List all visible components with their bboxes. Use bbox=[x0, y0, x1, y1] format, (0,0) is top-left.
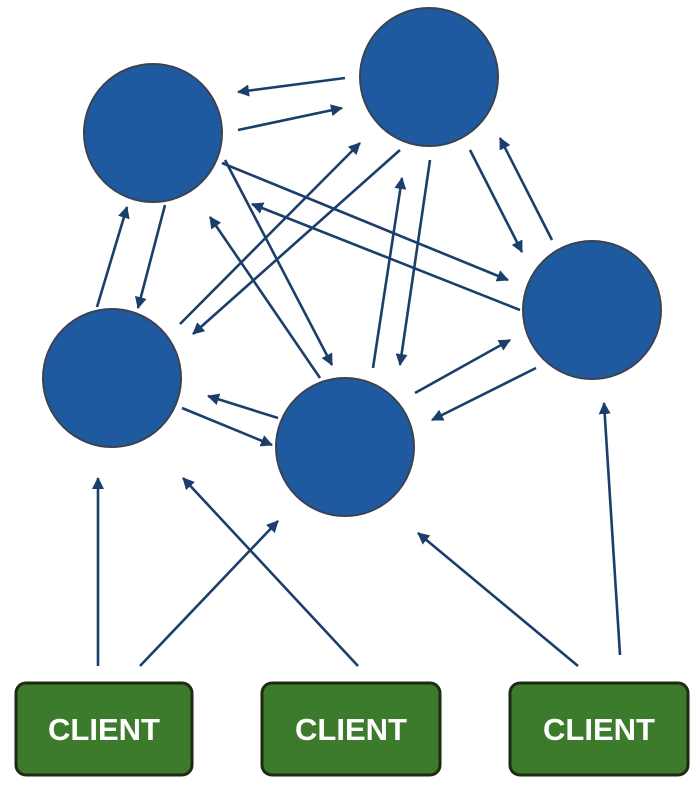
client-box-left: CLIENT bbox=[14, 681, 194, 777]
connection-arrow bbox=[181, 406, 273, 447]
client-box-right: CLIENT bbox=[508, 681, 690, 777]
connection-arrow bbox=[179, 142, 361, 325]
connection-arrow bbox=[192, 149, 401, 335]
connection-arrow bbox=[237, 76, 346, 97]
clients-group: CLIENT CLIENT CLIENT bbox=[14, 681, 690, 777]
client-label: CLIENT bbox=[48, 712, 160, 747]
connection-arrow bbox=[182, 477, 359, 667]
server-node-center bbox=[275, 377, 415, 517]
connection-arrow bbox=[95, 206, 130, 308]
client-label: CLIENT bbox=[543, 712, 655, 747]
connection-arrow bbox=[468, 149, 524, 253]
connection-arrow bbox=[395, 159, 432, 366]
nodes-group bbox=[42, 7, 662, 517]
connection-arrow bbox=[237, 104, 343, 132]
connection-arrow bbox=[371, 177, 407, 369]
connection-arrow bbox=[414, 338, 511, 395]
server-node-right bbox=[522, 240, 662, 380]
server-node-top-left bbox=[83, 63, 223, 203]
connection-arrow bbox=[208, 216, 322, 379]
connection-arrow bbox=[431, 366, 537, 422]
server-node-top-right bbox=[359, 7, 499, 147]
connection-arrow bbox=[207, 393, 279, 420]
server-node-left bbox=[42, 308, 182, 448]
connection-arrow bbox=[417, 532, 579, 667]
connection-arrow bbox=[251, 202, 521, 312]
client-label: CLIENT bbox=[295, 712, 407, 747]
connection-arrow bbox=[223, 159, 334, 366]
client-box-center: CLIENT bbox=[260, 681, 442, 777]
connection-arrow bbox=[498, 137, 554, 241]
arrows-group bbox=[92, 76, 622, 667]
connection-arrow bbox=[598, 402, 622, 656]
connection-arrow bbox=[134, 204, 167, 309]
connection-arrow bbox=[221, 161, 509, 282]
connection-arrow bbox=[139, 520, 279, 667]
